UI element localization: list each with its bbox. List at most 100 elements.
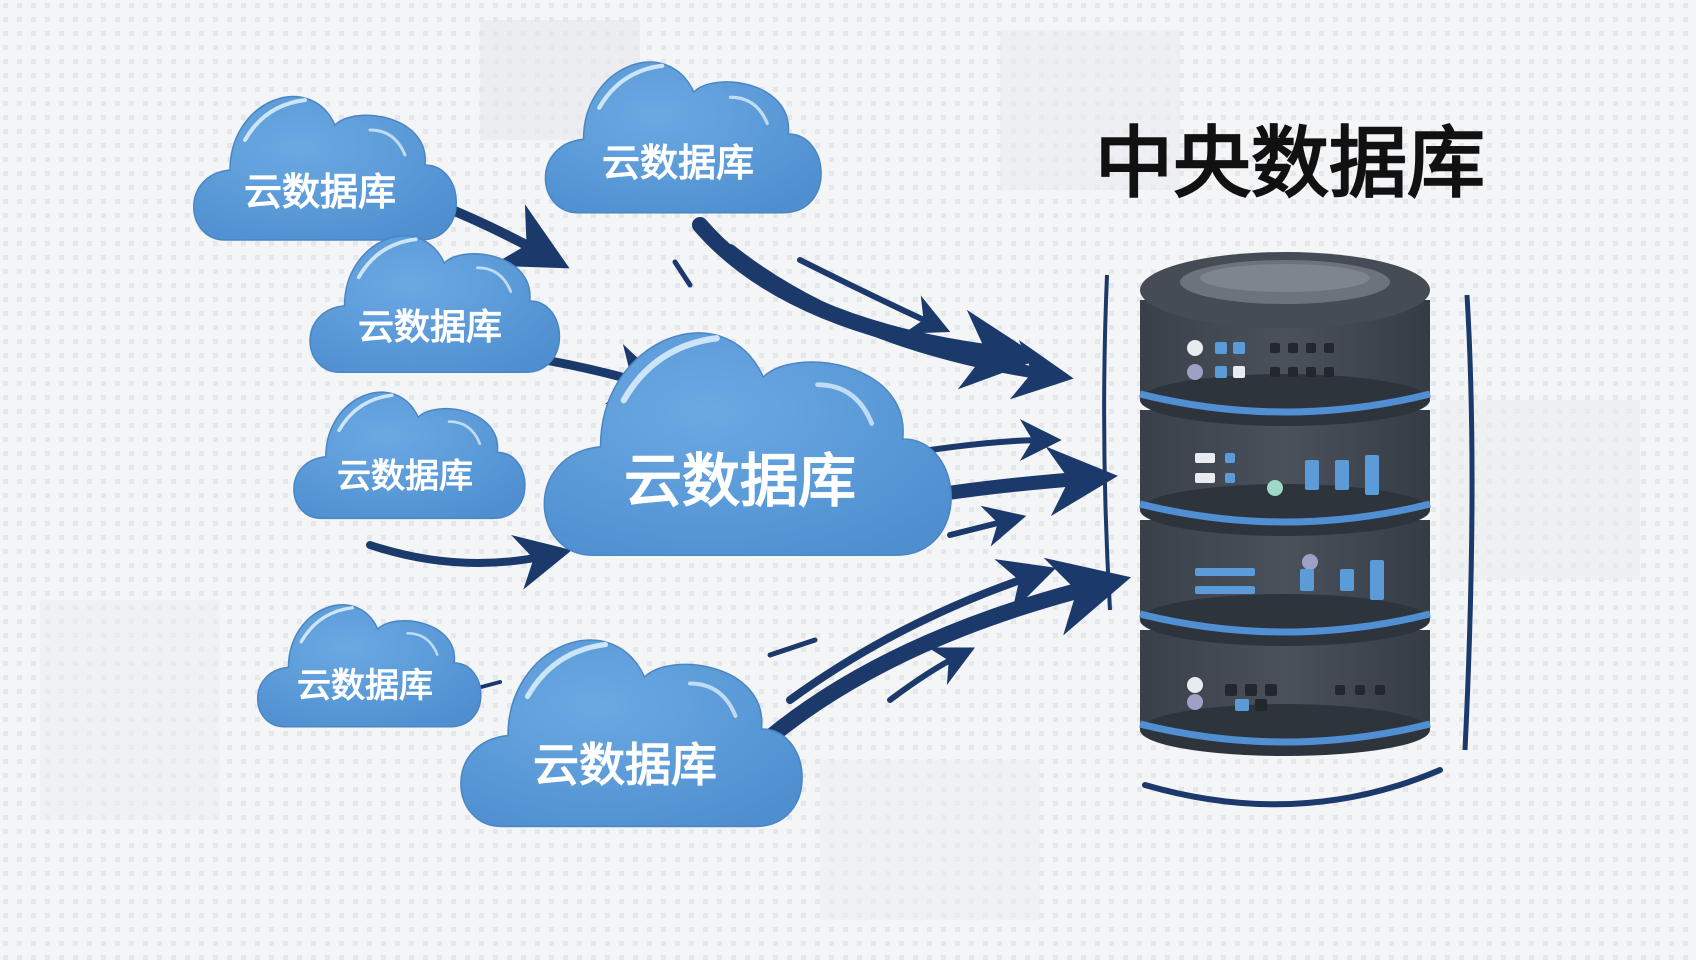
arrow-icon (927, 419, 1062, 462)
arrow-icon (947, 505, 1027, 547)
cloud-highlight (243, 98, 307, 142)
server-stripe (1139, 720, 1431, 746)
cloud-highlight (476, 266, 513, 293)
server-indicator (1306, 343, 1316, 353)
server-indicator (1233, 342, 1245, 354)
cloud-5: 云数据库 (543, 332, 952, 556)
arrow-icon (724, 244, 1074, 400)
cloud-icon (309, 235, 560, 373)
server-indicator (1233, 366, 1245, 378)
server-led (1187, 694, 1203, 710)
cloud-label: 云数据库 (624, 447, 856, 515)
server-indicator (1355, 685, 1365, 695)
flourish-bottom (1142, 767, 1443, 808)
server-led (1267, 480, 1283, 496)
server-stripe (1139, 390, 1431, 416)
server-indicator (1300, 569, 1314, 591)
cloud-icon (293, 391, 526, 520)
arrow-icon (797, 257, 951, 334)
cloud-highlight (728, 95, 769, 126)
server-indicator (1288, 343, 1298, 353)
server-indicator (1225, 453, 1235, 463)
server-stripe (1139, 610, 1431, 636)
cloud-1: 云数据库 (193, 95, 457, 241)
server-tier-4 (1139, 630, 1431, 756)
server-indicator (1324, 343, 1334, 353)
server-led (1302, 554, 1318, 570)
server-indicator (1225, 473, 1235, 483)
server-indicator (1225, 684, 1237, 696)
server-indicator (1255, 699, 1267, 711)
server-indicator (1195, 568, 1255, 576)
cloud-icon (256, 604, 482, 728)
cloud-highlight (406, 631, 439, 656)
title-central-database: 中央数据库 (1095, 119, 1485, 209)
server-stripe (1139, 500, 1431, 526)
server-indicator (1335, 685, 1345, 695)
cloud-6: 云数据库 (256, 604, 482, 728)
server-tier-bottom (1140, 484, 1430, 536)
server-indicator (1340, 569, 1354, 591)
cloud-4: 云数据库 (293, 391, 526, 520)
cloud-2: 云数据库 (544, 61, 822, 214)
cloud-icon (460, 639, 803, 828)
cloud-label: 云数据库 (337, 457, 473, 497)
cloud-icon (544, 61, 822, 214)
server-led (1187, 364, 1203, 380)
cloud-highlight (356, 237, 418, 280)
server-indicator (1215, 366, 1227, 378)
cloud-icon (193, 95, 457, 241)
server-indicator (1305, 460, 1319, 490)
arrow-icon (366, 534, 572, 590)
server-tier-2 (1139, 410, 1431, 536)
server-indicator (1195, 586, 1255, 594)
cloud-highlight (299, 606, 354, 644)
cloud-label: 云数据库 (358, 307, 502, 348)
server-tier-3 (1139, 520, 1431, 646)
server-indicator (1370, 560, 1384, 600)
clouds-group: 云数据库云数据库云数据库云数据库云数据库云数据库云数据库 (193, 61, 952, 828)
server-indicator (1270, 343, 1280, 353)
server-indicator (1288, 367, 1298, 377)
cloud-label: 云数据库 (602, 141, 754, 185)
cloud-label: 云数据库 (244, 170, 396, 214)
arrow-icon (887, 647, 976, 703)
arrow-icon (786, 559, 1057, 704)
server-led (1187, 340, 1203, 356)
server-indicator (1335, 460, 1349, 490)
cloud-icon (543, 332, 952, 556)
accent-stroke (767, 637, 818, 658)
cloud-7: 云数据库 (460, 639, 803, 828)
cloud-highlight (337, 393, 394, 433)
server-tier-bottom (1140, 594, 1430, 646)
server-led (1187, 677, 1203, 693)
cloud-highlight (597, 63, 665, 110)
server-indicator (1245, 684, 1257, 696)
server-indicator (1270, 367, 1280, 377)
cloud-label: 云数据库 (297, 666, 433, 706)
server-indicator (1306, 367, 1316, 377)
server-indicator (1265, 684, 1277, 696)
server-tier-bottom (1140, 704, 1430, 756)
cloud-highlight (368, 128, 407, 157)
cloud-3: 云数据库 (309, 235, 560, 373)
server-indicator (1235, 699, 1249, 711)
server-tier-bottom (1140, 374, 1430, 426)
cloud-highlight (524, 641, 609, 700)
cloud-highlight (620, 335, 720, 404)
server-indicator (1195, 473, 1215, 483)
server-indicator (1324, 367, 1334, 377)
cloud-highlight (688, 681, 738, 718)
cloud-highlight (815, 382, 875, 426)
flourish-right (1462, 294, 1475, 751)
server-indicator (1215, 342, 1227, 354)
server-indicator (1195, 453, 1215, 463)
central-database-server (1102, 252, 1475, 808)
server-indicator (1375, 685, 1385, 695)
flourish-left (1102, 274, 1112, 611)
cloud-highlight (447, 420, 482, 445)
accent-stroke (672, 259, 693, 288)
server-indicator (1365, 455, 1379, 495)
